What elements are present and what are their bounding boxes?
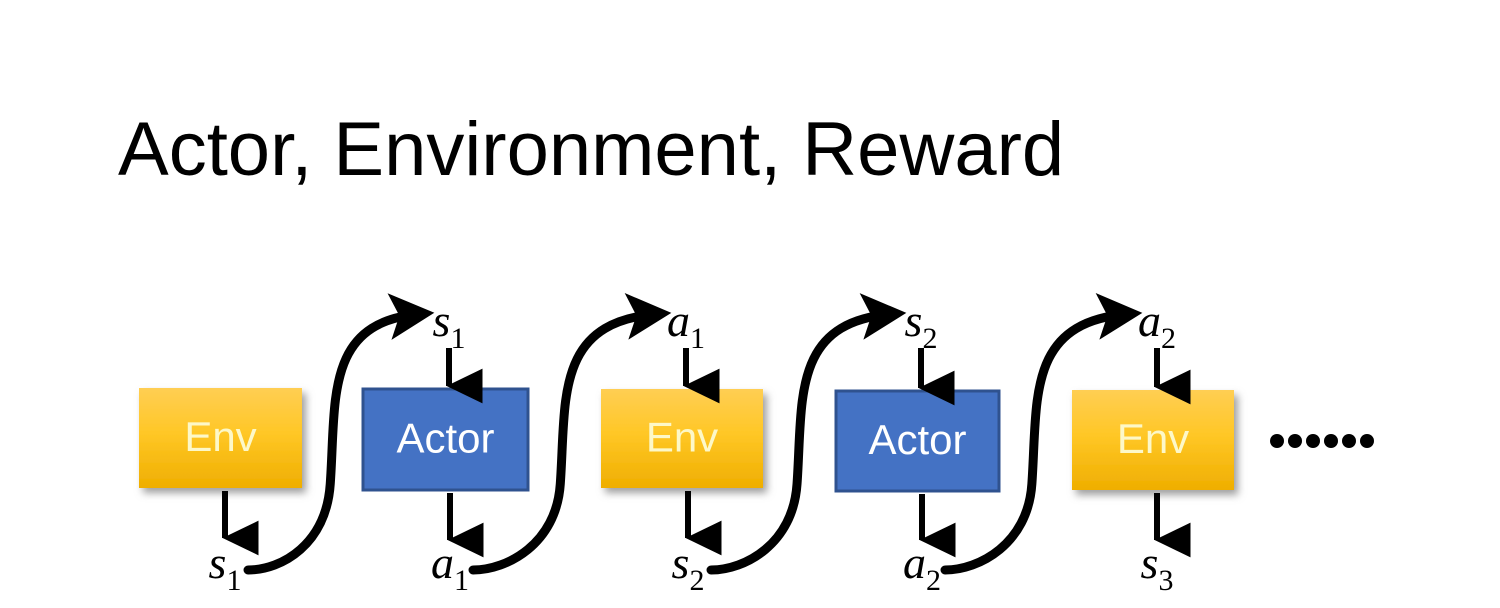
label-group: s1 a1 s2 a2 s1 a1 s2 a2 s3	[209, 295, 1176, 597]
page-title: Actor, Environment, Reward	[118, 107, 1065, 192]
state-action-label-top-top-s2: s2	[905, 295, 938, 355]
node-shape	[601, 389, 763, 488]
node-shape	[139, 388, 302, 488]
ellipsis-dot	[1360, 434, 1374, 448]
box-group: Env Actor Env Actor Env	[139, 387, 1234, 493]
node-env-1[interactable]: Env	[139, 388, 302, 488]
state-action-label-bottom-bot-a2: a2	[903, 537, 941, 597]
node-actor-1[interactable]: Actor	[361, 387, 530, 492]
arrow-group	[222, 348, 1191, 558]
node-label: Env	[184, 413, 256, 460]
feedback-curve-a1-bottom-to-top	[468, 293, 672, 575]
state-action-label-bottom-bot-s2: s2	[672, 537, 705, 597]
state-action-label-bottom-bot-a1: a1	[431, 537, 469, 597]
node-shape	[834, 389, 1001, 493]
state-action-label-top-top-s1: s1	[433, 295, 466, 355]
node-env-3[interactable]: Env	[1072, 390, 1234, 490]
ellipsis-group	[1270, 434, 1374, 448]
ellipsis-dot	[1288, 434, 1302, 448]
state-action-label-top-top-a2: a2	[1138, 295, 1176, 355]
ellipsis-dot	[1342, 434, 1356, 448]
state-action-label-bottom-bot-s3: s3	[1141, 537, 1174, 597]
feedback-curve-s1-bottom-to-top	[243, 293, 435, 575]
state-action-label-top-top-a1: a1	[667, 295, 705, 355]
node-shape	[1072, 390, 1234, 490]
node-label: Env	[1117, 415, 1189, 462]
ellipsis-dot	[1306, 434, 1320, 448]
node-label: Actor	[868, 416, 966, 463]
node-label: Actor	[396, 415, 494, 462]
feedback-curve-s2-bottom-to-top	[706, 293, 907, 575]
curve-group	[243, 293, 1143, 575]
node-shape	[361, 387, 530, 492]
node-label: Env	[646, 414, 718, 461]
feedback-curve-a2-bottom-to-top	[940, 293, 1143, 575]
node-actor-2[interactable]: Actor	[834, 389, 1001, 493]
ellipsis-dot	[1270, 434, 1284, 448]
ellipsis-dot	[1324, 434, 1338, 448]
node-env-2[interactable]: Env	[601, 389, 763, 488]
state-action-label-bottom-bot-s1: s1	[209, 537, 242, 597]
